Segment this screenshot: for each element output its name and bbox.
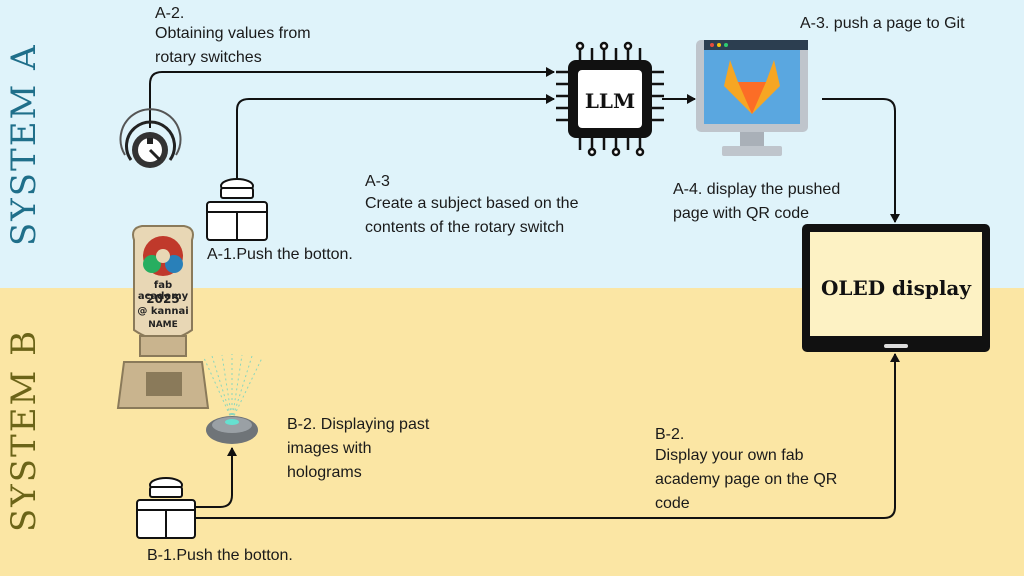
hologram-projector-icon: [203, 354, 263, 444]
arrow-git-to-oled: [822, 98, 900, 223]
a3-title: A-3: [365, 173, 390, 190]
a1-text: A-1.Push the botton.: [207, 246, 353, 263]
arrow-rotary-to-llm: [149, 67, 555, 128]
oled-label: OLED display: [820, 276, 972, 300]
llm-chip-icon: LLM: [556, 41, 664, 157]
b1-text: B-1.Push the botton.: [147, 547, 293, 564]
arrow-b-button-to-hologram: [195, 447, 237, 508]
a2-text: Obtaining values from rotary switches: [155, 25, 311, 66]
trophy-line2: 2025: [146, 292, 180, 306]
connectors: [149, 67, 900, 519]
arrow-b-button-to-oled: [195, 353, 900, 519]
a3-push-text: A-3. push a page to Git: [800, 15, 965, 32]
push-button-b-icon: [136, 477, 196, 539]
trophy-icon: [116, 225, 210, 409]
rotary-switch-icon: [119, 108, 182, 168]
trophy-line1: fab academy: [137, 280, 189, 302]
trophy-line3: @ kannai: [137, 306, 189, 317]
oled-display-icon: [802, 224, 990, 352]
a3-text: Create a subject based on the contents o…: [365, 195, 579, 236]
arrow-button-to-llm: [236, 94, 555, 178]
llm-label: LLM: [585, 89, 635, 113]
b2-text: Display your own fab academy page on the…: [655, 447, 838, 512]
b2-hologram-text: B-2. Displaying past images with hologra…: [287, 416, 430, 481]
push-button-icon: [206, 178, 268, 241]
b2-title: B-2.: [655, 426, 685, 443]
a2-title: A-2.: [155, 5, 185, 22]
trophy-line4: NAME: [148, 320, 178, 330]
a4-text: A-4. display the pushed page with QR cod…: [673, 181, 841, 222]
gitlab-monitor-icon: [696, 40, 808, 156]
